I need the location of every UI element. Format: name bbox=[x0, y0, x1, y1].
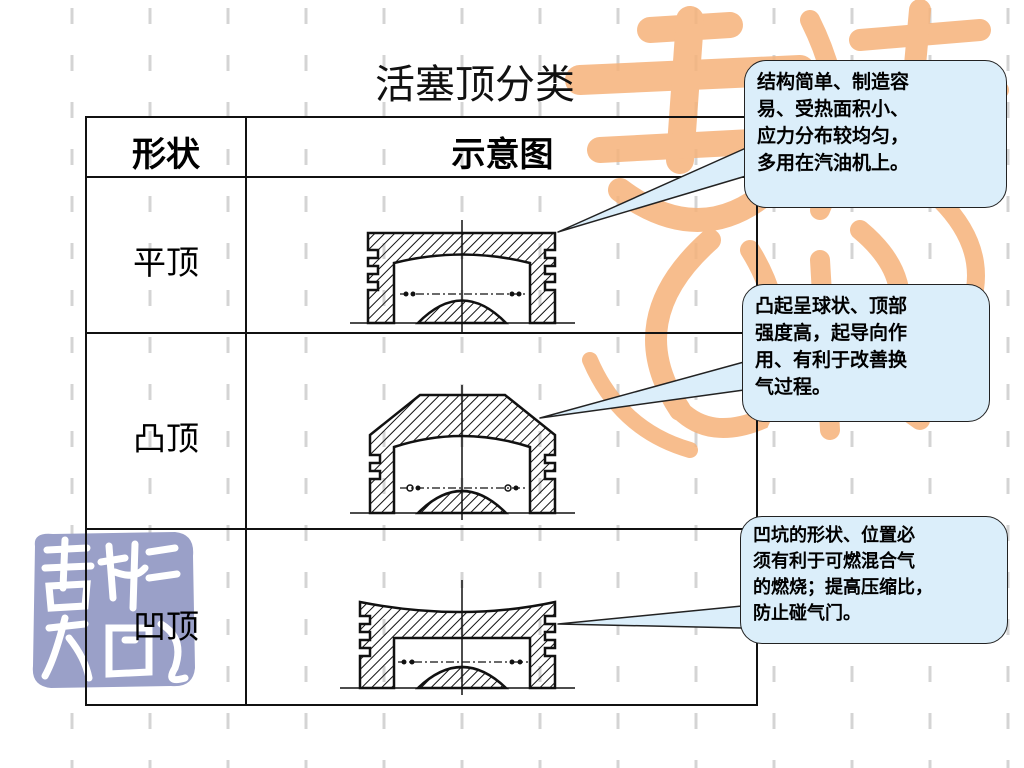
header-shape: 形状 bbox=[132, 135, 200, 175]
row-label-flat-top: 平顶 bbox=[133, 243, 199, 282]
table-header-divider bbox=[85, 176, 758, 178]
table-row-divider bbox=[85, 528, 758, 530]
callout-line: 结构简单、制造容 bbox=[757, 71, 910, 93]
callout-convex-top: 凸起呈球状、顶部 强度高，起导向作 用、有利于改善换 气过程。 bbox=[742, 284, 990, 422]
flat-top-piston-icon bbox=[350, 220, 575, 333]
callout-line: 强度高，起导向作 bbox=[755, 322, 908, 344]
header-diagram: 示意图 bbox=[451, 135, 554, 175]
callout-line: 多用在汽油机上。 bbox=[757, 152, 910, 174]
callout-concave-top: 凹坑的形状、位置必 须有利于可燃混合气 的燃烧；提高压缩比， 防止碰气门。 bbox=[740, 516, 1008, 644]
convex-top-piston-icon bbox=[350, 385, 575, 520]
callout-line: 凹坑的形状、位置必 bbox=[753, 525, 915, 546]
callout-line: 的燃烧；提高压缩比， bbox=[753, 577, 933, 598]
table-column-divider bbox=[245, 116, 247, 706]
callout-line: 凸起呈球状、顶部 bbox=[755, 295, 908, 317]
callout-line: 用、有利于改善换 bbox=[755, 349, 908, 371]
row-label-concave-top: 凹顶 bbox=[133, 607, 199, 646]
callout-flat-top: 结构简单、制造容 易、受热面积小、 应力分布较均匀， 多用在汽油机上。 bbox=[744, 60, 1007, 208]
slide-title: 活塞顶分类 bbox=[375, 62, 575, 108]
table-row-divider bbox=[85, 332, 758, 334]
row-label-convex-top: 凸顶 bbox=[133, 419, 199, 458]
callout-line: 气过程。 bbox=[755, 376, 832, 398]
callout-line: 防止碰气门。 bbox=[753, 603, 861, 624]
callout-line: 应力分布较均匀， bbox=[757, 125, 910, 147]
concave-top-piston-icon bbox=[340, 580, 575, 695]
seal-stamp-icon bbox=[32, 532, 196, 688]
callout-line: 须有利于可燃混合气 bbox=[753, 551, 915, 572]
callout-line: 易、受热面积小、 bbox=[757, 98, 910, 120]
